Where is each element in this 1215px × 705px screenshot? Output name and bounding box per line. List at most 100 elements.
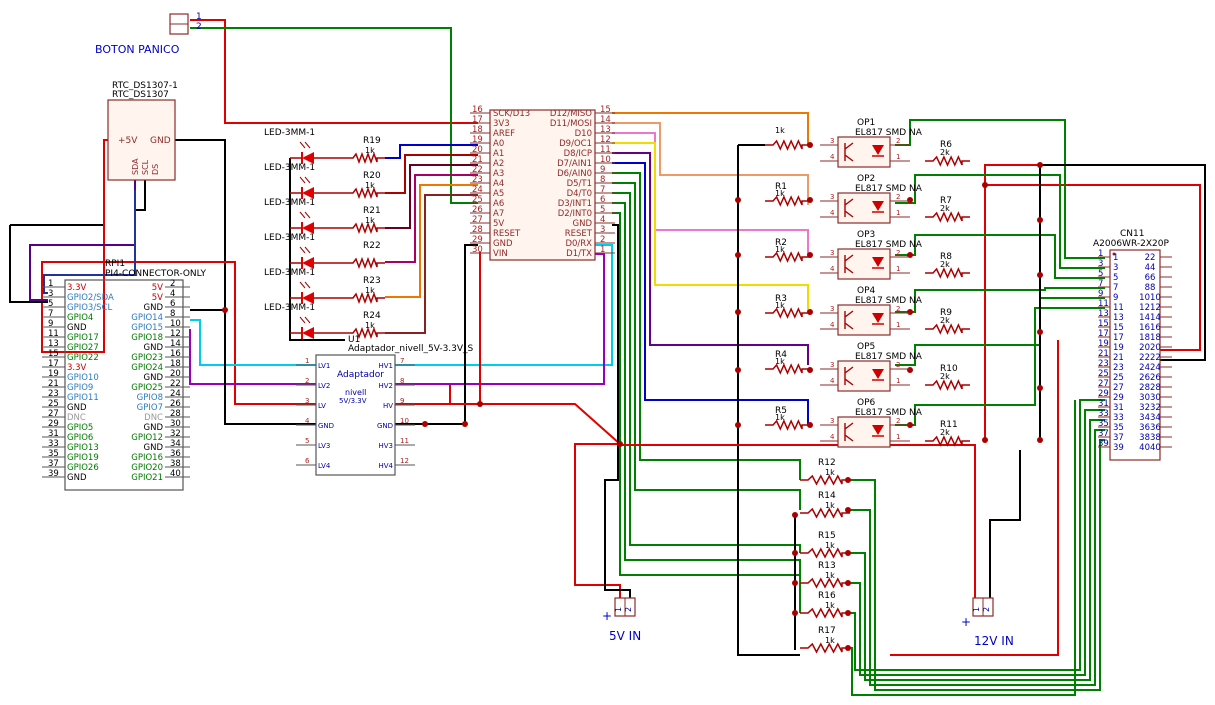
led-resistor [345, 291, 385, 305]
led-res-ref: R19 [363, 136, 381, 146]
p12v-plus: + [961, 615, 971, 629]
arduino-pin-number: 29 [472, 235, 483, 245]
led-ref: LED-3MM-1 [264, 233, 315, 243]
rpi-pin-name: GPIO27 [67, 343, 99, 353]
rpi-pin-number: 25 [48, 399, 59, 409]
rpi-ref: RPI1 [105, 259, 125, 269]
opto-value: EL817 SMD NA [855, 352, 923, 362]
opto-input-res-ref: R2 [775, 238, 787, 248]
cn11-pin-label: 26 [1139, 373, 1150, 383]
cn11-pin-label: 2 [1145, 253, 1150, 263]
rpi-pin-number: 16 [170, 349, 181, 359]
arduino-pin-number: 5 [600, 205, 605, 215]
rpi-pin-name: GPIO17 [67, 333, 99, 343]
cn11-pin-number: 23 [1098, 359, 1109, 369]
bottom-res-value: 1k [825, 541, 835, 550]
cn11-pin-number: 1 [1098, 249, 1103, 259]
power-5v-in: + 1 2 5V IN [602, 597, 641, 643]
opto-pin-number: 2 [896, 193, 900, 201]
opto-pin-number: 3 [830, 305, 834, 313]
rpi-pin-name: DNC [67, 413, 86, 423]
rpi-pin-number: 35 [48, 449, 59, 459]
rpi-pin-name: GND [144, 423, 164, 433]
rpi-pin-name: GPIO22 [67, 353, 99, 363]
opto-pin-number: 3 [830, 361, 834, 369]
opto-output-res-ref: R7 [940, 196, 952, 206]
rtc-scl: SCL [141, 159, 150, 175]
rpi-pin-name: GPIO14 [131, 313, 163, 323]
adapter-pin-name: LV [318, 402, 326, 410]
arduino-pin-name: D8/ICP [564, 149, 592, 159]
arduino-pin-name: D7/AIN1 [557, 159, 592, 169]
rpi-pin-number: 14 [170, 339, 181, 349]
opto-pin-number: 2 [896, 305, 900, 313]
boton-pin1: 1 [196, 12, 202, 22]
opto-pin-number: 3 [830, 137, 834, 145]
led-res-ref: R20 [363, 171, 381, 181]
adapter-pin-name: HV3 [378, 442, 393, 450]
arduino-pin-name: A4 [493, 179, 504, 189]
rpi-pin-number: 26 [170, 399, 181, 409]
arduino-pin-number: 24 [472, 185, 483, 195]
rpi-pin-number: 21 [48, 379, 59, 389]
rpi-pin-name: GPIO26 [67, 463, 99, 473]
cn11-pin-number: 6 [1150, 273, 1155, 283]
adapter-pin-number: 2 [305, 377, 309, 385]
led-emission-icon [299, 176, 311, 184]
p12v-label: 12V IN [974, 634, 1014, 648]
rpi-pin-number: 8 [170, 309, 175, 319]
rpi-pin-name: GPIO21 [131, 473, 163, 483]
opto-transistor-icon [844, 142, 854, 162]
rpi-pin-name: GND [67, 323, 87, 333]
rpi-pin-number: 20 [170, 369, 181, 379]
opto-body [837, 248, 891, 280]
rtc-sda: SDA [131, 158, 140, 175]
rpi-pin-number: 7 [48, 309, 53, 319]
arduino-pin-name: D12/MISO [550, 109, 592, 119]
p12v-pin2: 2 [982, 607, 991, 612]
opto-pin-number: 4 [830, 377, 835, 385]
cn11-pin-label: 38 [1139, 433, 1150, 443]
opto-input-res-value: 1k [775, 301, 785, 310]
opto-input-resistor [765, 139, 810, 151]
opto-input-res-value: 1k [775, 413, 785, 422]
rtc-gnd: GND [150, 136, 171, 146]
opto-ref: OP5 [857, 342, 875, 352]
wires [9, 19, 1206, 696]
arduino-pin-number: 21 [472, 155, 483, 165]
cn11-pin-label: 5 [1113, 273, 1118, 283]
arduino-pin-name: A3 [493, 169, 504, 179]
opto-input-res-value: 1k [775, 357, 785, 366]
arduino-pin-number: 22 [472, 165, 483, 175]
arduino-pin-number: 9 [600, 165, 605, 175]
cn11-ref: CN11 [1120, 229, 1144, 239]
opto-output-res-ref: R9 [940, 308, 952, 318]
arduino-pin-name: D0/RX [565, 239, 592, 249]
rpi-pin-name: GPIO16 [131, 453, 163, 463]
rpi-pin-number: 37 [48, 459, 59, 469]
cn11-pin-number: 27 [1098, 379, 1109, 389]
opto-pin-number: 1 [896, 377, 900, 385]
rpi-pin-name: 3.3V [67, 363, 87, 373]
arduino-pin-number: 6 [600, 195, 605, 205]
opto-transistor-icon [844, 310, 854, 330]
opto-output-resistor [925, 267, 970, 279]
opto-input-res-ref: R3 [775, 294, 787, 304]
cn11-pin-number: 31 [1098, 399, 1109, 409]
arduino-pin-name: D2/INT0 [558, 209, 592, 219]
p5v-plus: + [602, 609, 612, 623]
rpi-pin-number: 32 [170, 429, 181, 439]
opto-ref: OP3 [857, 230, 875, 240]
opto-input-res-ref: R5 [775, 406, 787, 416]
boton-panico-label: BOTON PANICO [95, 43, 180, 56]
led-ref: LED-3MM-1 [264, 163, 315, 173]
